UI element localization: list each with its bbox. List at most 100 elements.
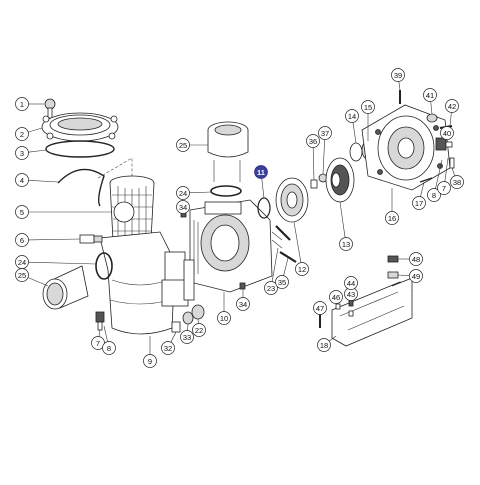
callout-22: 22 xyxy=(193,324,206,337)
callout-label: 1 xyxy=(20,100,24,109)
callout-1: 1 xyxy=(16,98,29,111)
leader-line xyxy=(284,258,288,276)
callout-25: 25 xyxy=(16,269,29,282)
leader-line xyxy=(340,202,345,238)
callout-48: 48 xyxy=(410,253,423,266)
callout-label: 8 xyxy=(432,191,436,200)
callout-label: 34 xyxy=(179,203,187,212)
callout-46: 46 xyxy=(330,291,343,304)
callout-34: 34 xyxy=(177,201,190,214)
leader-line xyxy=(353,122,356,143)
leader-line xyxy=(294,222,301,263)
callout-label: 48 xyxy=(412,255,420,264)
callout-13: 13 xyxy=(340,238,353,251)
part-fitting-33 xyxy=(183,312,193,324)
callout-label: 37 xyxy=(321,129,329,138)
part-impeller xyxy=(326,158,354,202)
callout-37: 37 xyxy=(319,127,332,140)
leader-line xyxy=(398,275,410,276)
callout-label: 46 xyxy=(332,293,340,302)
callout-label: 38 xyxy=(453,178,461,187)
leader-line xyxy=(28,278,48,286)
part-knob xyxy=(45,99,55,118)
callout-label: 14 xyxy=(348,112,356,121)
callout-label: 5 xyxy=(20,208,24,217)
callout-label: 24 xyxy=(179,189,187,198)
part-pad-48 xyxy=(388,256,398,262)
callout-24: 24 xyxy=(177,187,190,200)
callout-label: 40 xyxy=(443,129,451,138)
callout-44: 44 xyxy=(345,277,358,290)
leader-line xyxy=(399,81,400,90)
part-drain-screw-left xyxy=(96,312,104,330)
callout-36: 36 xyxy=(307,135,320,148)
callout-15: 15 xyxy=(362,101,375,114)
callout-40: 40 xyxy=(441,127,454,140)
callout-3: 3 xyxy=(16,147,29,160)
part-lid-oring xyxy=(46,141,114,157)
callout-39: 39 xyxy=(392,69,405,82)
part-union-oring-top xyxy=(211,186,241,196)
callout-label: 7 xyxy=(442,184,446,193)
callout-label: 24 xyxy=(18,258,26,267)
callout-label: 6 xyxy=(20,236,24,245)
callout-33: 33 xyxy=(181,331,194,344)
callout-9: 9 xyxy=(144,355,157,368)
leader-line xyxy=(104,326,108,342)
callout-47: 47 xyxy=(314,302,327,315)
callout-38: 38 xyxy=(451,176,464,189)
callout-25: 25 xyxy=(177,139,190,152)
part-volute xyxy=(184,200,272,300)
callout-5: 5 xyxy=(16,206,29,219)
part-43 xyxy=(349,300,353,306)
part-diffuser xyxy=(276,178,308,222)
callout-16: 16 xyxy=(386,212,399,225)
callout-18: 18 xyxy=(318,339,331,352)
part-washer-36 xyxy=(311,180,317,188)
leader-line xyxy=(187,324,188,331)
callout-14: 14 xyxy=(346,110,359,123)
callout-11: 11 xyxy=(255,166,268,179)
callout-8: 8 xyxy=(103,342,116,355)
callout-24: 24 xyxy=(16,256,29,269)
callout-label: 8 xyxy=(107,344,111,353)
callout-label: 22 xyxy=(195,326,203,335)
callout-34: 34 xyxy=(237,298,250,311)
leader-line xyxy=(452,168,455,176)
callout-label: 16 xyxy=(388,214,396,223)
part-44 xyxy=(349,311,353,316)
callout-label: 47 xyxy=(316,304,324,313)
callout-label: 15 xyxy=(364,103,372,112)
part-pot-body xyxy=(100,232,188,334)
callout-32: 32 xyxy=(162,342,175,355)
callout-2: 2 xyxy=(16,128,29,141)
leader-line xyxy=(28,180,58,182)
callout-7: 7 xyxy=(438,182,451,195)
callout-35: 35 xyxy=(276,276,289,289)
part-base xyxy=(332,278,412,346)
callout-label: 35 xyxy=(278,278,286,287)
callout-label: 7 xyxy=(96,339,100,348)
callout-label: 39 xyxy=(394,71,402,80)
callout-42: 42 xyxy=(446,100,459,113)
callout-label: 34 xyxy=(239,300,247,309)
part-union-left xyxy=(43,266,88,309)
part-fitting-22 xyxy=(192,305,204,319)
callout-label: 4 xyxy=(20,176,24,185)
part-pad-49 xyxy=(388,272,398,278)
callout-label: 11 xyxy=(257,168,265,177)
callout-label: 9 xyxy=(148,357,152,366)
leader-line xyxy=(262,178,264,198)
leader-line xyxy=(323,139,325,174)
part-washer-41 xyxy=(427,114,437,122)
callout-17: 17 xyxy=(413,197,426,210)
callout-label: 36 xyxy=(309,137,317,146)
callout-label: 12 xyxy=(298,265,306,274)
leader-line xyxy=(431,101,432,114)
callout-label: 44 xyxy=(347,279,355,288)
callout-label: 25 xyxy=(18,271,26,280)
callout-41: 41 xyxy=(424,89,437,102)
callout-49: 49 xyxy=(410,270,423,283)
